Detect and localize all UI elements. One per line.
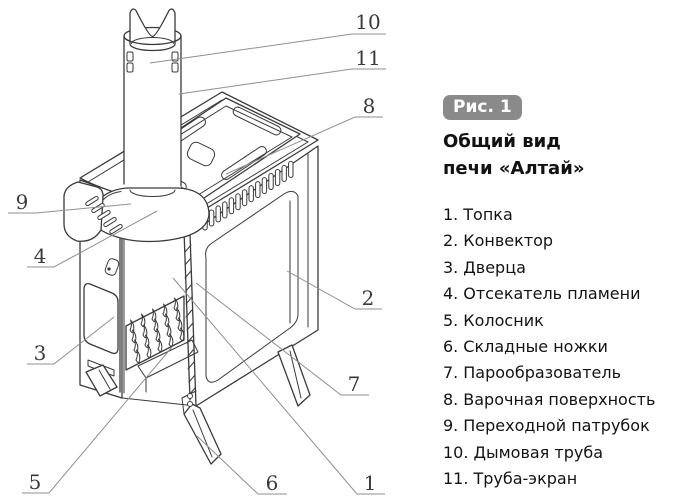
callout-9: 9 (8, 190, 132, 214)
adapter-cover (63, 181, 104, 242)
figure-title-line1: Общий вид (443, 131, 561, 152)
callout-number-6: 6 (266, 471, 279, 495)
legend-item-label: Топка (463, 205, 513, 224)
legend-item-label: Варочная поверхность (463, 389, 656, 409)
front-leg (181, 390, 222, 465)
callout-number-10: 10 (355, 10, 380, 34)
legend-item-number: 2. (443, 231, 459, 251)
legend-item-number: 9. (443, 416, 459, 436)
callout-number-4: 4 (34, 244, 47, 268)
legend-item-number: 4. (443, 284, 459, 304)
stove-diagram: 1 2 3 4 5 6 7 (8, 8, 386, 495)
legend-item: 7.Парообразователь (443, 360, 689, 386)
callout-1: 1 (172, 277, 385, 495)
callout-5: 5 (22, 346, 173, 494)
stove-base (121, 339, 199, 407)
legend-item: 9.Переходной патрубок (443, 413, 689, 439)
legend-item-label: Дымовая труба (473, 442, 604, 462)
callouts: 1 2 3 4 5 6 7 (8, 10, 386, 495)
stove-door (83, 258, 120, 377)
grate (125, 295, 185, 371)
callout-11: 11 (178, 46, 386, 95)
legend-item: 10.Дымовая труба (443, 440, 689, 466)
callout-3: 3 (27, 316, 115, 365)
callout-6: 6 (196, 435, 287, 495)
figure-badge: Рис. 1 (443, 95, 522, 120)
legend-item-number: 7. (443, 363, 459, 383)
steam-generator (184, 244, 196, 396)
legend-item-label: Колосник (463, 310, 544, 330)
legend-item: 2.Конвектор (443, 228, 689, 254)
callout-number-1: 1 (364, 471, 377, 495)
legend-item: 6.Складные ножки (443, 334, 689, 360)
callout-2: 2 (286, 270, 382, 310)
legend-item-number: 6. (443, 337, 459, 357)
legend-item: 5.Колосник (443, 308, 689, 334)
callout-number-11: 11 (355, 46, 380, 70)
smoke-pipe (123, 8, 182, 52)
legend-item-number: 11. (443, 469, 469, 489)
figure-title: Общий вид печи «Алтай» (443, 128, 689, 182)
legend-item-label: Парообразователь (463, 363, 622, 383)
callout-number-9: 9 (16, 190, 29, 214)
callout-7: 7 (195, 282, 369, 396)
callout-number-8: 8 (363, 94, 376, 118)
legend-item-label: Складные ножки (463, 337, 608, 357)
legend-item-number: 8. (443, 389, 459, 409)
pipe-spacer-clips (126, 51, 179, 73)
left-leg (85, 364, 118, 397)
legend-item: 4.Отсекатель пламени (443, 281, 689, 307)
callout-8: 8 (225, 94, 383, 175)
callout-number-5: 5 (29, 470, 42, 494)
legend-item: 11.Труба-экран (443, 466, 689, 492)
callout-number-3: 3 (34, 341, 47, 365)
legend-item: 8.Варочная поверхность (443, 387, 689, 413)
folding-legs (85, 344, 311, 465)
legend-item-number: 1. (443, 205, 459, 224)
legend-item: 3.Дверца (443, 255, 689, 281)
legend-item-label: Переходной патрубок (463, 416, 650, 436)
legend-list: 1.Топка 2.Конвектор 3.Дверца 4.Отсекател… (443, 202, 689, 492)
legend-item-number: 10. (443, 442, 469, 462)
legend-item-label: Дверца (463, 257, 526, 277)
callout-4: 4 (27, 210, 158, 268)
figure-title-line2: печи «Алтай» (443, 158, 585, 179)
callout-number-2: 2 (362, 286, 375, 310)
chimney (123, 8, 182, 188)
callout-number-7: 7 (348, 372, 361, 396)
right-leg (277, 344, 311, 407)
legend-item-label: Отсекатель пламени (463, 284, 641, 304)
callout-10: 10 (149, 10, 386, 64)
legend-item-label: Конвектор (463, 231, 554, 251)
legend-item: 1.Топка (443, 202, 689, 228)
legend-item-number: 3. (443, 257, 459, 277)
legend-item-label: Труба-экран (473, 469, 578, 489)
legend-item-number: 5. (443, 310, 459, 330)
